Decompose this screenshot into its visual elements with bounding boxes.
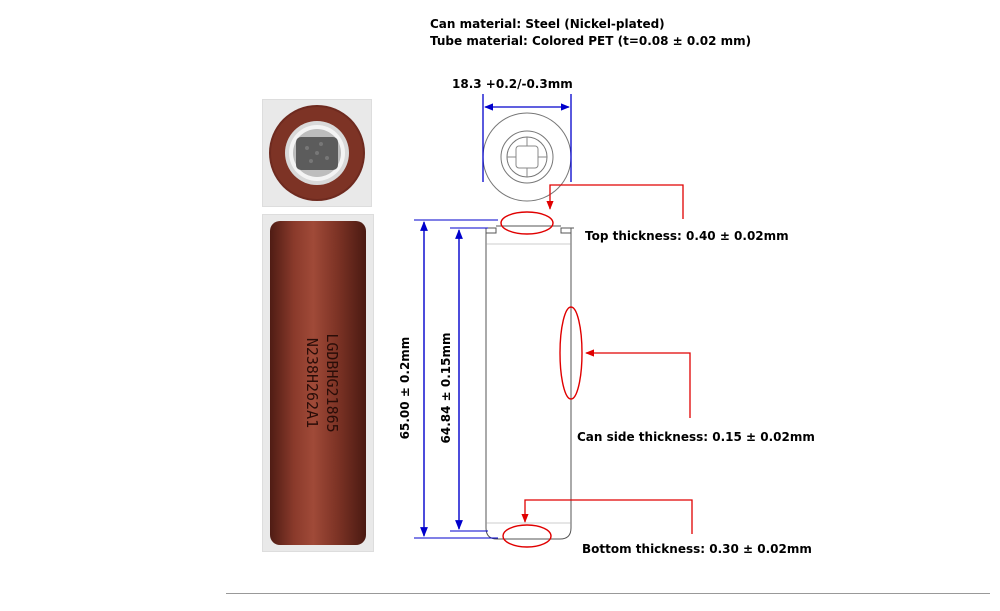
overall-height-label: 65.00 ± 0.2mm [398, 336, 412, 440]
side-thickness-callout [559, 306, 691, 418]
cell-top-image [263, 100, 371, 206]
can-material-label: Can material: Steel (Nickel-plated) [430, 17, 665, 31]
top-view [482, 112, 572, 202]
diameter-dimension [482, 94, 572, 182]
top-thickness-callout [500, 184, 684, 235]
cell-side-image: LGDBHG21865 N238H262A1 [263, 215, 373, 551]
cell-side-photo: LGDBHG21865 N238H262A1 [262, 214, 374, 552]
cell-print-line2: N238H262A1 [303, 338, 321, 428]
side-thickness-label: Can side thickness: 0.15 ± 0.02mm [577, 430, 815, 444]
bottom-thickness-label: Bottom thickness: 0.30 ± 0.02mm [582, 542, 812, 556]
tube-material-label: Tube material: Colored PET (t=0.08 ± 0.0… [430, 34, 752, 48]
cell-top-photo [262, 99, 372, 207]
height-dimensions [414, 219, 498, 539]
side-view [483, 225, 574, 540]
can-height-label: 64.84 ± 0.15mm [439, 332, 453, 444]
top-thickness-label: Top thickness: 0.40 ± 0.02mm [585, 229, 789, 243]
diameter-label: 18.3 +0.2/-0.3mm [452, 77, 573, 91]
cell-print-line1: LGDBHG21865 [323, 333, 341, 432]
page-divider [226, 593, 990, 594]
bottom-thickness-callout [502, 499, 693, 548]
